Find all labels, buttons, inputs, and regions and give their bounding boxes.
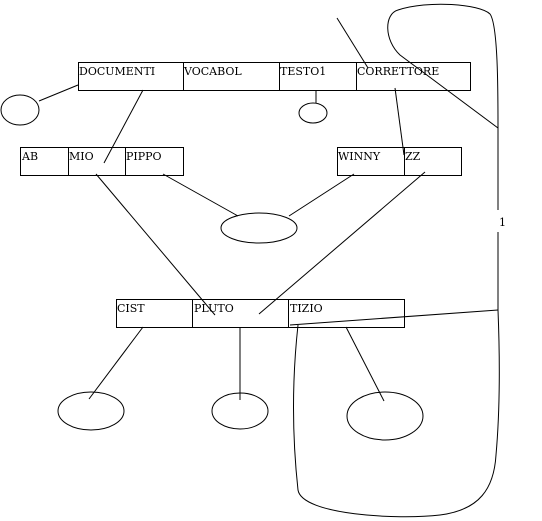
field-tizio: TIZIO bbox=[290, 302, 323, 315]
node-ellipse-center bbox=[220, 212, 298, 244]
field-zz: ZZ bbox=[405, 150, 421, 163]
field-cist: CIST bbox=[117, 302, 145, 315]
field-mio: MIO bbox=[69, 150, 94, 163]
record-left bbox=[20, 147, 184, 176]
field-pippo: PIPPO bbox=[126, 150, 162, 163]
node-ellipse-far-left bbox=[0, 94, 40, 126]
connector-lines bbox=[38, 17, 499, 402]
node-ellipse-cist bbox=[57, 391, 125, 431]
field-pluto: PLUTO bbox=[194, 302, 234, 315]
bottom-record-labels: CIST PLUTO TIZIO bbox=[117, 302, 323, 315]
field-ab: AB bbox=[21, 150, 38, 163]
loop-curve-bottom bbox=[293, 309, 500, 518]
record-bottom bbox=[116, 299, 405, 328]
loop-curve-top-right bbox=[387, 3, 499, 129]
record-right bbox=[337, 147, 462, 176]
field-winny: WINNY bbox=[338, 150, 381, 163]
field-vocabol: VOCABOL bbox=[183, 65, 242, 78]
record-top bbox=[78, 62, 471, 91]
field-documenti: DOCUMENTI bbox=[79, 65, 155, 78]
node-ellipse-testo1 bbox=[298, 102, 328, 124]
right-record-labels: WINNY ZZ bbox=[338, 150, 421, 163]
edge-label: 1 bbox=[499, 216, 506, 229]
node-ellipse-tizio bbox=[346, 391, 424, 441]
field-testo1: TESTO1 bbox=[280, 65, 326, 78]
top-record-labels: DOCUMENTI VOCABOL TESTO1 CORRETTORE bbox=[79, 65, 439, 78]
left-record-labels: AB MIO PIPPO bbox=[21, 150, 162, 163]
field-correttore: CORRETTORE bbox=[357, 65, 439, 78]
